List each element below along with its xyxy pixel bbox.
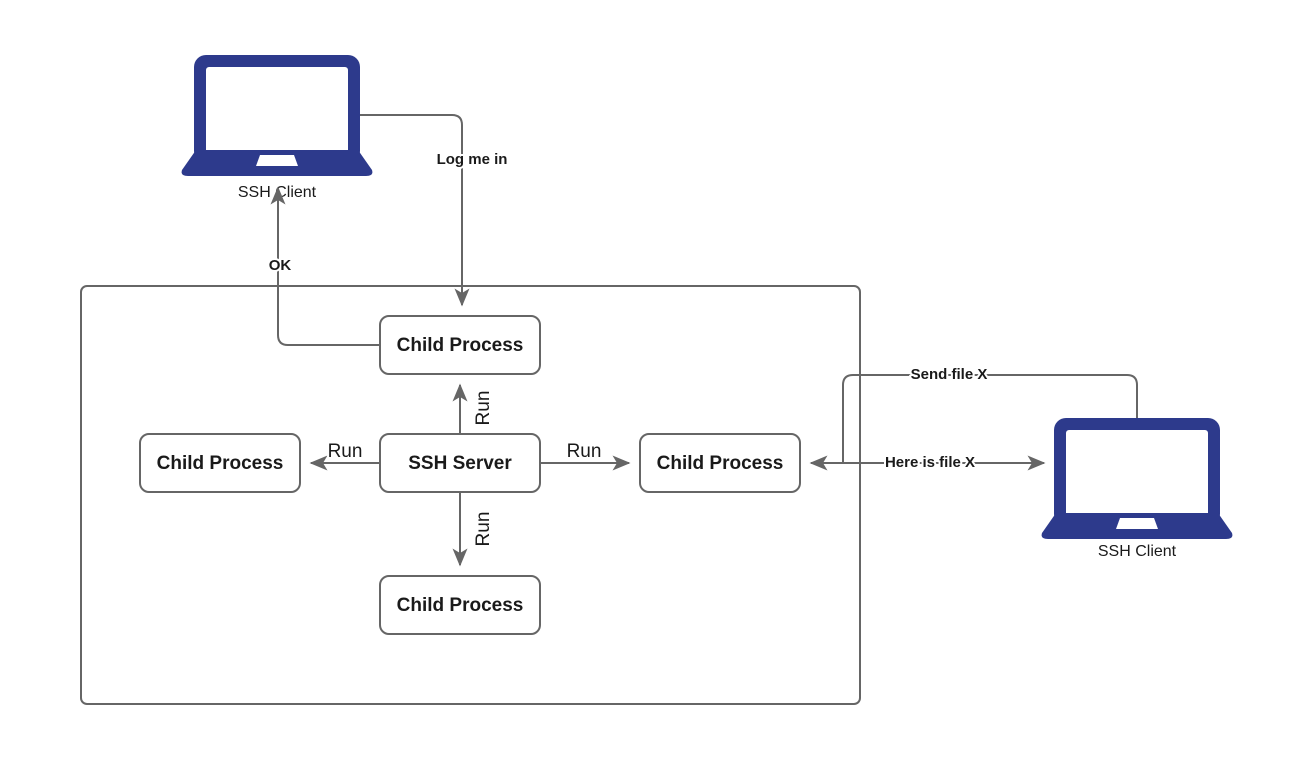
node-box bbox=[639, 433, 801, 493]
edge-label-run-left: Run bbox=[328, 441, 363, 462]
edge-label-here-is-file-x: Here is file X bbox=[885, 454, 975, 471]
edge-ok bbox=[270, 186, 380, 346]
ssh-client-right-caption: SSH Client bbox=[1098, 543, 1177, 560]
edge-label-send-file-x: Send file X bbox=[911, 366, 988, 383]
laptop-notch bbox=[256, 155, 298, 166]
laptop-screen bbox=[1066, 430, 1208, 520]
laptop-notch bbox=[1116, 518, 1158, 529]
node-label: SSH Server bbox=[408, 453, 512, 474]
ssh-client-left-icon-group[interactable]: SSH Client bbox=[181, 55, 373, 203]
node-child-top[interactable]: Child Process bbox=[379, 315, 541, 375]
node-label: Child Process bbox=[157, 453, 284, 474]
node-child-left[interactable]: Child Process bbox=[139, 433, 301, 493]
edge-label-run-right: Run bbox=[567, 441, 602, 462]
node-label: Child Process bbox=[397, 595, 524, 616]
laptop-screen bbox=[206, 67, 348, 157]
edge-label-run-up: Run bbox=[473, 391, 494, 426]
node-label: Child Process bbox=[397, 335, 524, 356]
ssh-client-right-icon-group[interactable]: SSH Client bbox=[1041, 418, 1233, 560]
node-box bbox=[139, 433, 301, 493]
node-child-bottom[interactable]: Child Process bbox=[379, 575, 541, 635]
edge-label-ok: OK bbox=[269, 257, 292, 274]
edge-label-log-me-in: Log me in bbox=[437, 151, 508, 168]
node-label: Child Process bbox=[657, 453, 784, 474]
node-child-right[interactable]: Child Process bbox=[639, 433, 801, 493]
node-ssh-server[interactable]: SSH Server bbox=[379, 433, 541, 493]
edge-log-me-in bbox=[360, 114, 470, 307]
ssh-server-container bbox=[80, 285, 861, 705]
node-box bbox=[379, 433, 541, 493]
node-box bbox=[379, 315, 541, 375]
edge-label-run-down: Run bbox=[473, 512, 494, 547]
node-box bbox=[379, 575, 541, 635]
edge-send-file-x bbox=[842, 374, 1138, 463]
